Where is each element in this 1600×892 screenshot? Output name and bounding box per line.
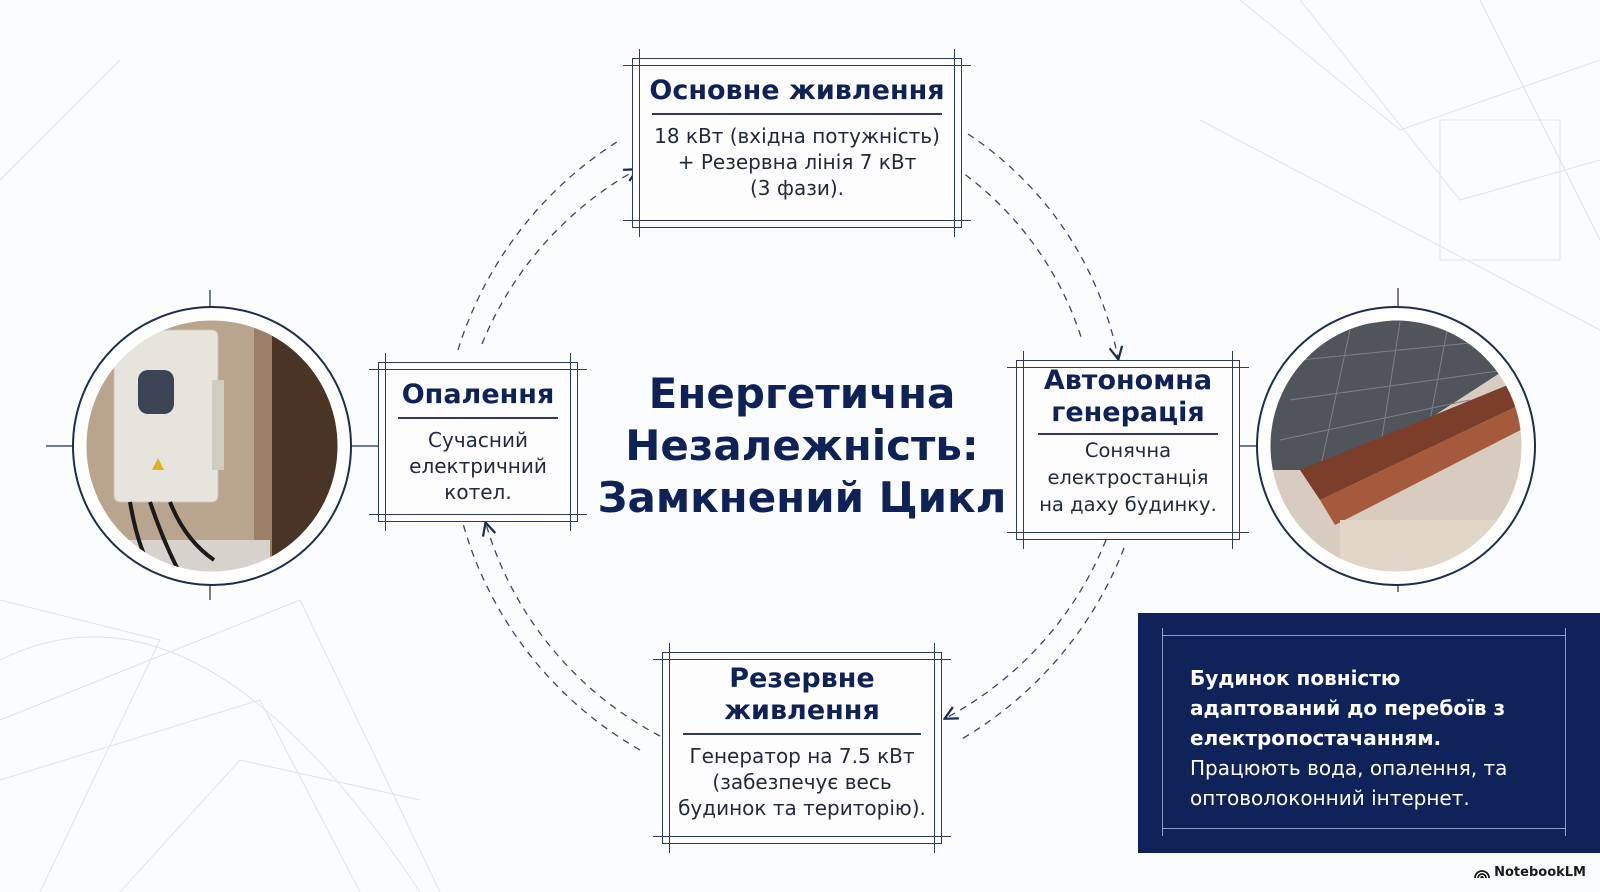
node-heating: Опалення Сучасний електричний котел. bbox=[369, 353, 587, 531]
node-text-line: електричний bbox=[409, 453, 547, 478]
center-title-line: Незалежність: bbox=[625, 421, 979, 470]
info-panel-text: Будинок повністю адаптований до перебоїв… bbox=[1190, 663, 1580, 813]
cycle-arcs bbox=[457, 133, 1125, 751]
divider bbox=[683, 733, 921, 735]
node-title: Основне живлення bbox=[649, 75, 945, 106]
inverter-photo bbox=[46, 290, 380, 600]
node-text-line: 18 кВт (вхідна потужність) bbox=[654, 123, 940, 148]
node-text-line: Генератор на 7.5 кВт bbox=[689, 743, 915, 768]
solar-panels-photo bbox=[1234, 288, 1536, 592]
info-line: оптоволоконний інтернет. bbox=[1190, 786, 1470, 810]
divider bbox=[398, 417, 558, 419]
divider bbox=[1038, 433, 1218, 435]
node-title: Резервне bbox=[729, 663, 875, 694]
center-title: Енергетична Незалежність: Замкнений Цикл bbox=[596, 368, 1008, 524]
arc-auto-to-reserve bbox=[946, 539, 1107, 718]
info-bold-line: Будинок повністю bbox=[1190, 666, 1401, 690]
node-text-line: (3 фази). bbox=[749, 175, 845, 200]
node-reserve-power: Резервне живлення Генератор на 7.5 кВт (… bbox=[653, 643, 951, 853]
notebooklm-logo-icon bbox=[1474, 869, 1491, 878]
node-title: Опалення bbox=[401, 379, 555, 410]
divider bbox=[652, 113, 942, 115]
node-text-line: будинок та територію). bbox=[678, 795, 926, 820]
brand-label: NotebookLM bbox=[1494, 865, 1586, 880]
arc-main-to-auto bbox=[967, 133, 1118, 358]
node-text-line: на даху будинку. bbox=[1039, 492, 1217, 516]
node-title: живлення bbox=[724, 695, 880, 726]
node-title: генерація bbox=[1051, 397, 1205, 428]
info-line: Працюють вода, опалення, та bbox=[1190, 756, 1508, 780]
node-text-line: (забезпечує весь bbox=[712, 769, 892, 794]
info-panel-frame bbox=[1162, 628, 1566, 836]
node-autonomous-generation: Автономна генерація Сонячна електростанц… bbox=[1007, 351, 1249, 549]
arc-reserve-to-heat bbox=[486, 524, 661, 737]
notebooklm-branding: NotebookLM bbox=[1474, 865, 1586, 880]
node-text-line: котел. bbox=[444, 479, 512, 504]
node-title: Автономна bbox=[1043, 365, 1213, 396]
node-text-line: електростанція bbox=[1047, 465, 1209, 489]
node-text-line: + Резервна лінія 7 кВт bbox=[677, 149, 917, 174]
info-panel: Будинок повністю адаптований до перебоїв… bbox=[1138, 613, 1600, 853]
arc-heat-to-main bbox=[481, 170, 636, 345]
node-text-line: Сучасний bbox=[428, 427, 528, 452]
info-bold-line: електропостачанням. bbox=[1190, 726, 1442, 750]
node-main-power: Основне живлення 18 кВт (вхідна потужніс… bbox=[623, 49, 971, 237]
node-text-line: Сонячна bbox=[1084, 438, 1172, 462]
center-title-line: Замкнений Цикл bbox=[597, 473, 1007, 522]
center-title-line: Енергетична bbox=[648, 369, 956, 418]
info-bold-line: адаптований до перебоїв з bbox=[1190, 696, 1506, 720]
